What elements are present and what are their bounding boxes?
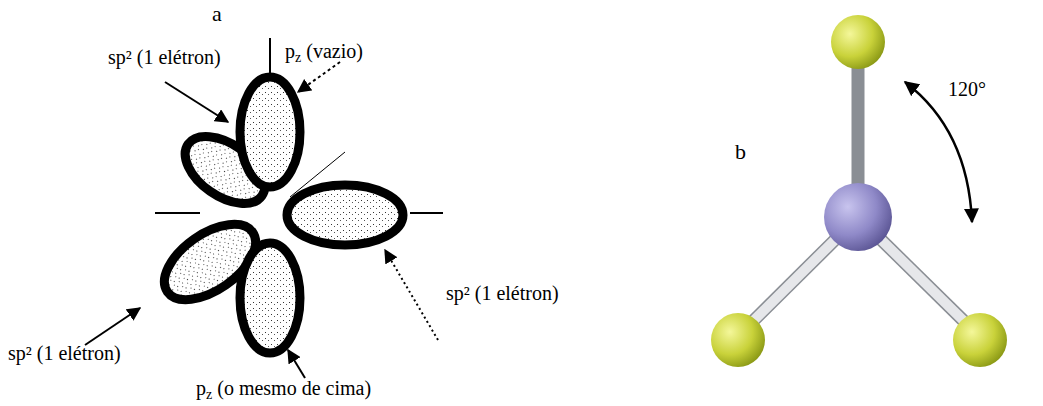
angle-label: 120° — [948, 78, 986, 100]
panel-letter: b — [735, 140, 746, 164]
angle-arrow — [905, 82, 972, 222]
orbital-lobes — [151, 77, 403, 353]
orbital-label: sp² (1 elétron) — [446, 282, 559, 304]
orbital-label: sp² (1 elétron) — [8, 342, 121, 364]
orbital-label: sp² (1 elétron) — [108, 46, 221, 68]
panel-letter: a — [212, 2, 222, 26]
leader-arrows — [85, 62, 438, 378]
trigonal-molecule — [711, 15, 1007, 367]
orbital-label: pz (o mesmo de cima) — [196, 377, 371, 402]
orbital-label: pz (vazio) — [285, 40, 363, 65]
